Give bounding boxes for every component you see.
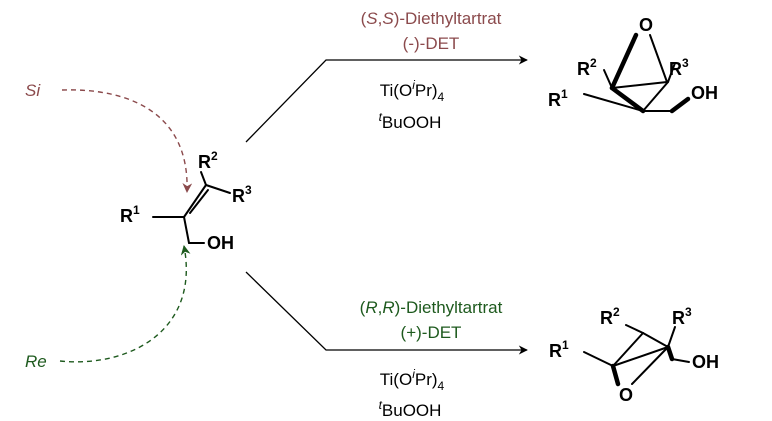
- top-det-label: (-)-DET: [403, 34, 460, 53]
- top-epoxide-oxygen: O: [639, 15, 653, 35]
- bottom-titanium-label: Ti(OiPr)4: [380, 367, 445, 393]
- top-r3-label: R3: [669, 56, 689, 79]
- top-epoxide-product: O R2 R3 R1 OH: [548, 15, 718, 114]
- re-face-label: Re: [25, 352, 47, 371]
- top-catalyst-label: (S,S)-Diethyltartrat: [361, 9, 502, 28]
- substrate-allylic-alcohol: R2 R3 R1 OH: [120, 149, 252, 253]
- bottom-oh-label: OH: [692, 352, 719, 372]
- bottom-r3-label: R3: [672, 305, 692, 328]
- top-reaction-arrow: [245, 55, 528, 143]
- re-attack-arrow: [59, 245, 191, 363]
- top-titanium-label: Ti(OiPr)4: [380, 78, 445, 104]
- substrate-r3-label: R3: [232, 183, 252, 206]
- top-r1-label: R1: [548, 87, 568, 110]
- top-r2-label: R2: [577, 56, 597, 79]
- bottom-catalyst-label: (R,R)-Diethyltartrat: [360, 298, 503, 317]
- bottom-reaction-arrow: [245, 271, 528, 355]
- bottom-epoxide-oxygen: O: [619, 385, 633, 405]
- bottom-epoxide-product: O R2 R3 R1 OH: [549, 305, 719, 405]
- top-oh-label: OH: [691, 83, 718, 103]
- substrate-r2-label: R2: [198, 149, 218, 172]
- bottom-det-label: (+)-DET: [401, 323, 462, 342]
- top-peroxide-label: tBuOOH: [379, 110, 442, 132]
- si-attack-arrow: [61, 89, 193, 193]
- si-face-label: Si: [25, 81, 41, 100]
- bottom-r1-label: R1: [549, 338, 569, 361]
- substrate-oh-label: OH: [207, 233, 234, 253]
- substrate-r1-label: R1: [120, 203, 140, 226]
- bottom-r2-label: R2: [600, 305, 620, 328]
- bottom-peroxide-label: tBuOOH: [379, 398, 442, 420]
